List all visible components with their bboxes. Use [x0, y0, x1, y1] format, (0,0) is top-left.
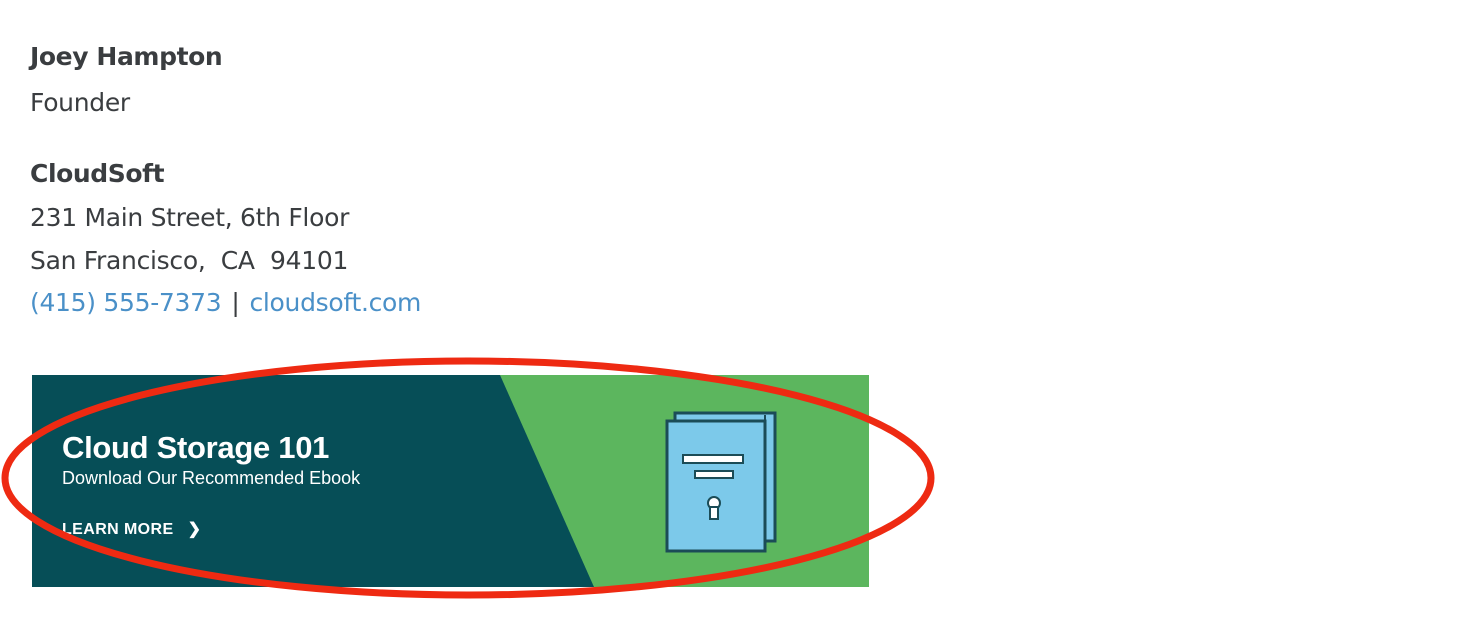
address-line-1: 231 Main Street, 6th Floor: [30, 203, 350, 232]
contact-line: (415) 555-7373 | cloudsoft.com: [30, 284, 421, 322]
learn-more-link[interactable]: LEARN MORE ❯: [62, 519, 201, 541]
learn-more-label: LEARN MORE: [62, 521, 174, 538]
company-name: CloudSoft: [30, 159, 165, 188]
contact-separator: |: [231, 288, 240, 317]
banner-heading: Cloud Storage 101: [62, 430, 330, 465]
banner-subheading: Download Our Recommended Ebook: [62, 468, 361, 488]
banner-text: Cloud Storage 101 Download Our Recommend…: [62, 430, 360, 490]
sender-name: Joey Hampton: [30, 42, 223, 71]
chevron-right-icon: ❯: [187, 521, 202, 538]
website-link[interactable]: cloudsoft.com: [249, 288, 422, 317]
sender-title: Founder: [30, 88, 130, 117]
signature-block: Joey Hampton Founder: [30, 38, 930, 122]
ebook-icon: [665, 411, 777, 553]
address-line-2: San Francisco, CA 94101: [30, 246, 349, 275]
ebook-banner[interactable]: Cloud Storage 101 Download Our Recommend…: [32, 375, 869, 587]
phone-link[interactable]: (415) 555-7373: [30, 288, 222, 317]
